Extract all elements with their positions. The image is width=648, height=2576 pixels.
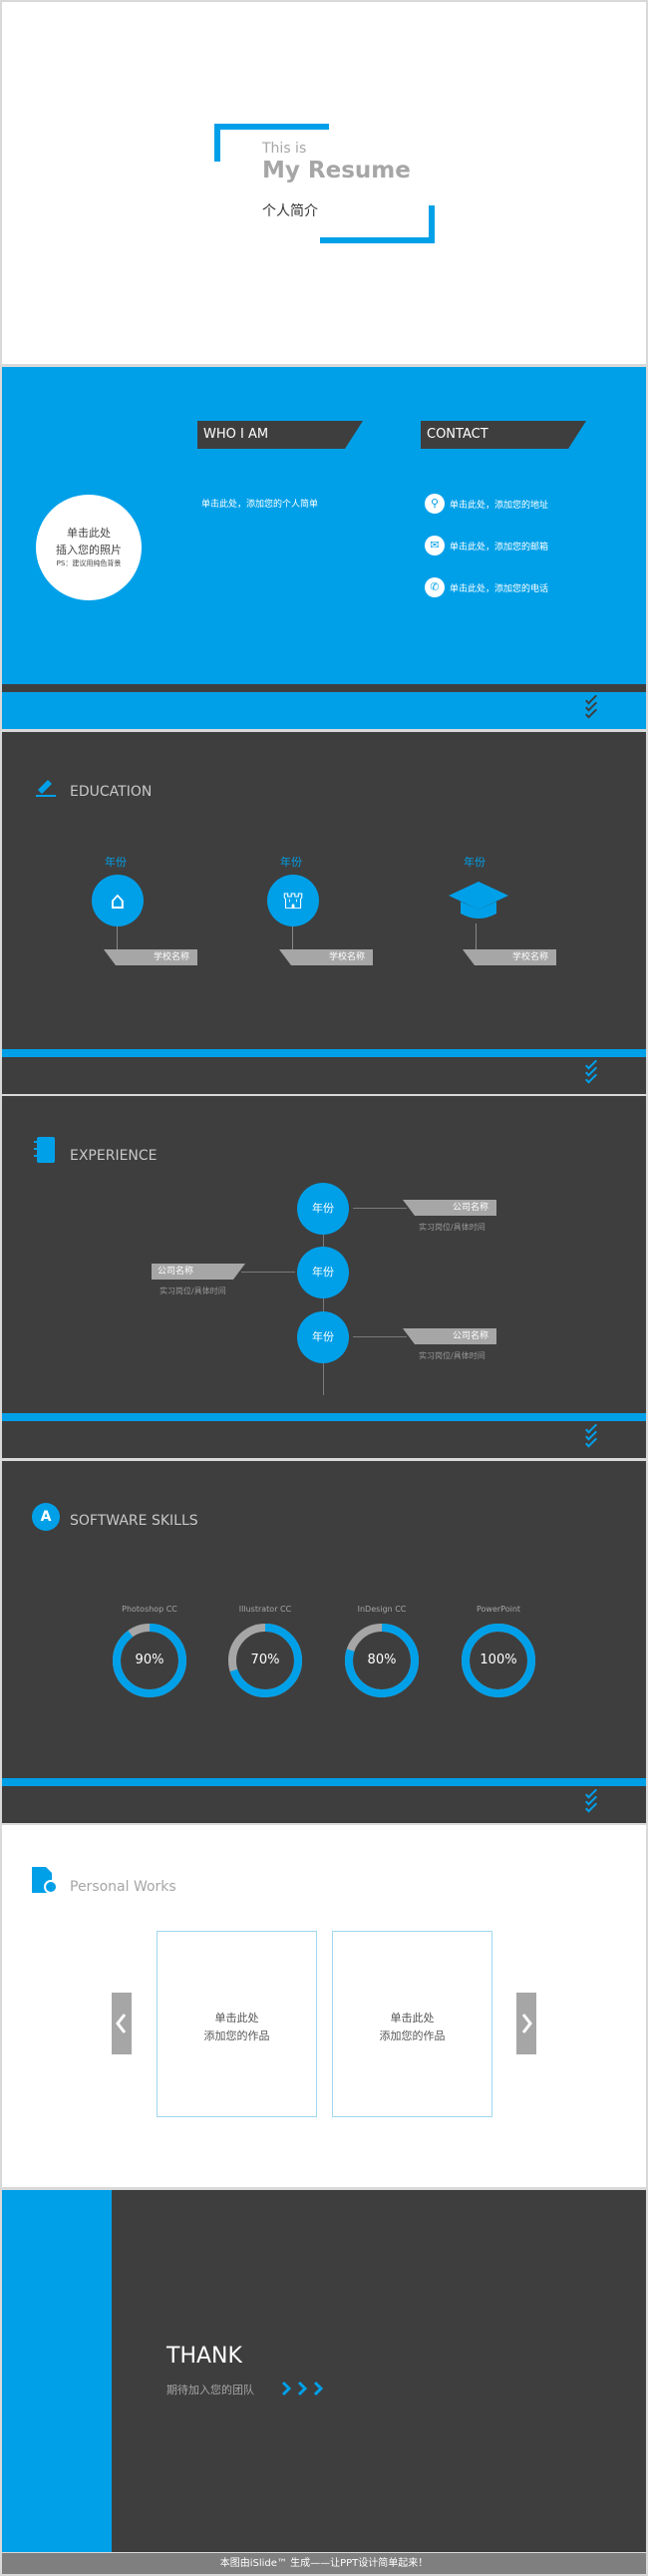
- divider-bar: [2, 1049, 646, 1057]
- pencil-icon: [34, 774, 58, 798]
- works-title: Personal Works: [70, 1879, 176, 1895]
- timeline-connector-3: [353, 1336, 407, 1337]
- bracket-top-side: [214, 124, 220, 162]
- thanks-slide: THANK 期待加入您的团队: [2, 2190, 646, 2552]
- skill-percent: 80%: [367, 1653, 397, 1667]
- education-slide: EDUCATION 年份 ⌂ 学校名称 年份 ⛫ 学校名称 年份 学校名称: [2, 732, 646, 1094]
- who-label: WHO I AM: [197, 421, 363, 449]
- edu-year-1: 年份: [105, 856, 127, 869]
- edu-school-2: 学校名称: [279, 949, 373, 965]
- exp-year-3: 年份: [297, 1311, 349, 1363]
- photo-line3: PS：建议用纯色背景: [56, 559, 122, 567]
- exp-company-1: 公司名称: [403, 1200, 496, 1216]
- cover-slide: This is My Resume 个人简介: [2, 2, 646, 364]
- notebook-icon: [34, 1136, 56, 1164]
- skill-name: InDesign CC: [357, 1605, 407, 1614]
- contact-address: 单击此处，添加您的地址: [450, 501, 549, 511]
- skill-ring-fill: [345, 1624, 419, 1697]
- skills-slide: A SOFTWARE SKILLS Photoshop CC 90% Illustr…: [2, 1461, 646, 1823]
- exp-detail-2: 实习岗位/具体时间: [160, 1287, 226, 1295]
- edu-stem-3: [476, 923, 477, 952]
- divider-bar: [2, 1413, 646, 1421]
- work-1-line2: 添加您的作品: [203, 2029, 270, 2042]
- photo-line1: 单击此处: [67, 527, 111, 540]
- timeline-connector-1: [353, 1208, 407, 1209]
- edu-year-3: 年份: [464, 856, 486, 869]
- skills-title: SOFTWARE SKILLS: [70, 1513, 198, 1529]
- exp-year-1: 年份: [297, 1183, 349, 1235]
- exp-detail-1: 实习岗位/具体时间: [419, 1223, 486, 1232]
- education-title: EDUCATION: [70, 784, 153, 800]
- work-card-2[interactable]: 单击此处 添加您的作品: [332, 1931, 492, 2117]
- document-icon: [30, 1865, 58, 1895]
- skill-name: PowerPoint: [476, 1605, 521, 1614]
- exp-company-3: 公司名称: [403, 1328, 496, 1344]
- next-arrow-button[interactable]: [516, 1993, 536, 2054]
- contact-label: CONTACT: [421, 421, 586, 449]
- contact-email: 单击此处，添加您的邮箱: [450, 543, 549, 552]
- mail-icon: ✉: [425, 536, 445, 555]
- skill-ring-fill: [228, 1624, 302, 1697]
- profile-slide: 单击此处 插入您的照片 PS：建议用纯色背景 WHO I AM 单击此处，添加您…: [2, 367, 646, 729]
- edu-school-1: 学校名称: [104, 949, 197, 965]
- location-icon: ⚲: [425, 494, 445, 514]
- contact-phone: 单击此处，添加您的电话: [450, 584, 549, 594]
- thanks-title: THANK: [166, 2344, 242, 2369]
- experience-slide: EXPERIENCE 年份 公司名称 实习岗位/具体时间 年份 公司名称 实习岗…: [2, 1096, 646, 1458]
- work-2-line2: 添加您的作品: [379, 2029, 446, 2042]
- institution-icon: ⛫: [267, 875, 319, 926]
- app-store-icon: A: [32, 1503, 60, 1531]
- skill-ring: [112, 1623, 187, 1698]
- divider-bar: [2, 1778, 646, 1786]
- thanks-subtitle: 期待加入您的团队: [166, 2384, 254, 2396]
- exp-company-2: 公司名称: [152, 1264, 245, 1280]
- prev-arrow-button[interactable]: [112, 1993, 132, 2054]
- arrows-right-icon: [281, 2381, 331, 2396]
- work-card-1[interactable]: 单击此处 添加您的作品: [157, 1931, 317, 2117]
- skill-percent: 90%: [135, 1653, 164, 1667]
- skill-ring: [344, 1623, 420, 1698]
- divider-bar: [2, 684, 646, 692]
- skill-name: Illustrator CC: [238, 1605, 292, 1614]
- footer-banner: 本图由iSlide™ 生成——让PPT设计简单起来！: [2, 2553, 646, 2574]
- skill-percent: 100%: [480, 1653, 517, 1667]
- edu-stem-2: [292, 926, 293, 952]
- cover-subtitle: 个人简介: [262, 203, 318, 219]
- cover-this-is: This is: [262, 141, 307, 157]
- work-1-line1: 单击此处: [214, 2012, 259, 2024]
- school-icon: ⌂: [92, 875, 144, 926]
- phone-icon: ✆: [425, 577, 445, 597]
- cover-title: My Resume: [262, 158, 411, 184]
- photo-placeholder[interactable]: [36, 495, 142, 600]
- bracket-top: [214, 124, 329, 130]
- skill-name: Photoshop CC: [122, 1605, 177, 1614]
- skill-ring-fill: [462, 1624, 535, 1697]
- graduation-cap-icon: [447, 880, 510, 923]
- works-slide: Personal Works 单击此处 添加您的作品 单击此处 添加您的作品: [2, 1825, 646, 2187]
- experience-title: EXPERIENCE: [70, 1148, 158, 1164]
- skill-ring-fill: [113, 1624, 186, 1697]
- skill-ring: [227, 1623, 303, 1698]
- edu-year-2: 年份: [280, 856, 302, 869]
- edu-school-3: 学校名称: [463, 949, 556, 965]
- skill-ring: [461, 1623, 536, 1698]
- exp-detail-3: 实习岗位/具体时间: [419, 1351, 486, 1360]
- bracket-bottom: [320, 237, 435, 243]
- edu-stem-1: [117, 926, 118, 952]
- photo-line2: 插入您的照片: [56, 544, 122, 556]
- bracket-bottom-side: [429, 205, 435, 243]
- skill-percent: 70%: [250, 1653, 280, 1667]
- timeline-connector-2: [241, 1272, 295, 1273]
- exp-year-2: 年份: [297, 1247, 349, 1298]
- accent-panel: [2, 2190, 112, 2552]
- who-text: 单击此处，添加您的个人简单: [201, 500, 319, 510]
- work-2-line1: 单击此处: [390, 2012, 435, 2024]
